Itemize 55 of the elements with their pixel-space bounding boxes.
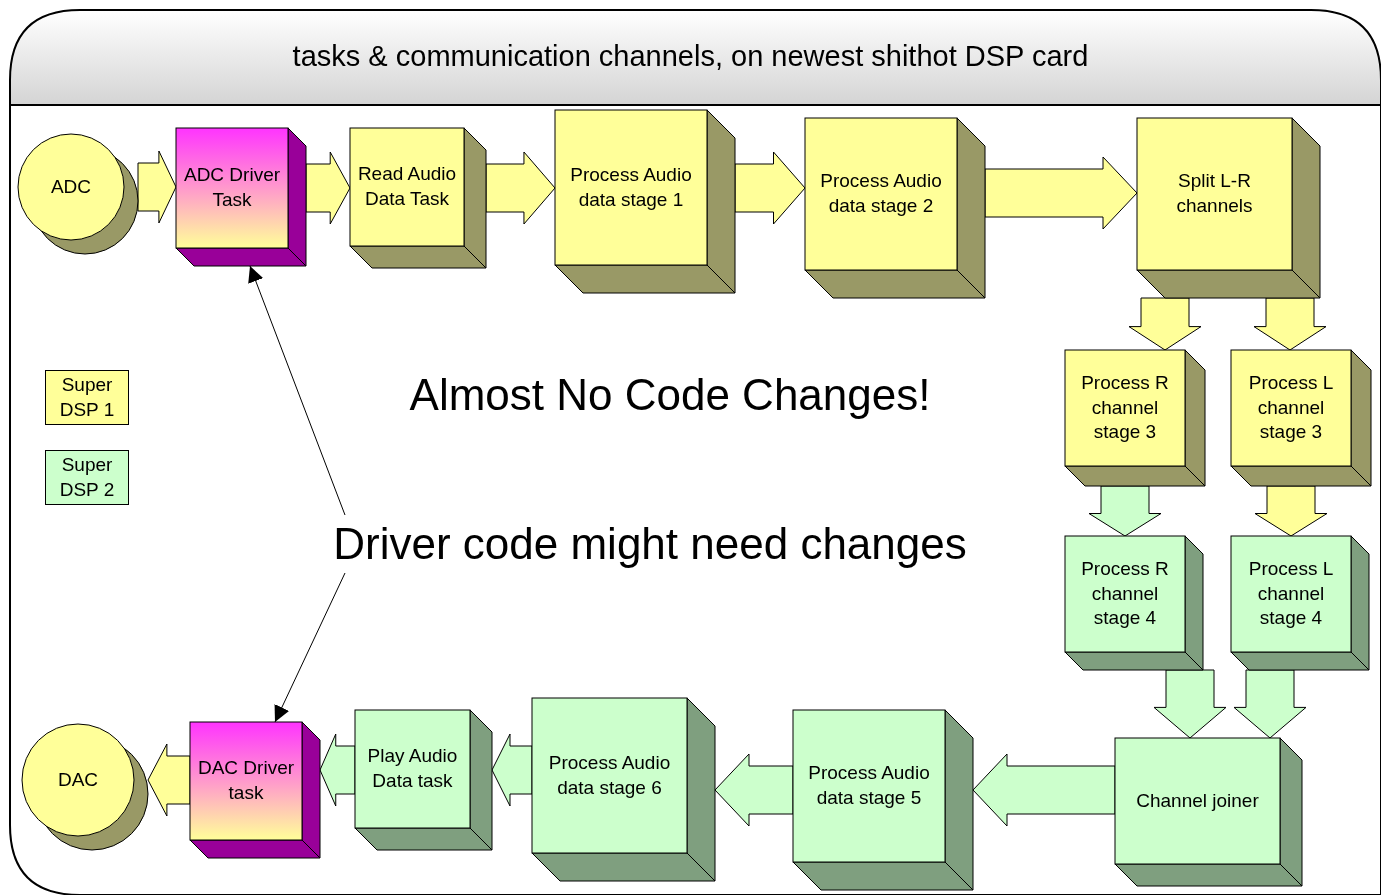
node-label: DAC xyxy=(56,767,100,792)
node-label: ADC xyxy=(49,174,93,199)
device-circle xyxy=(18,134,138,254)
node-label: Play Audio Data task xyxy=(366,744,459,793)
node-label: Process Audio data stage 6 xyxy=(547,750,672,800)
node-label: Split L-R channels xyxy=(1175,169,1254,218)
block-arrow xyxy=(714,753,794,827)
block-arrow xyxy=(1254,485,1328,537)
block-arrow xyxy=(1233,669,1307,739)
diagram-title: tasks & communication channels, on newest shithot DSP card xyxy=(291,40,1090,73)
task-box xyxy=(176,128,306,266)
block-arrow xyxy=(1253,297,1327,351)
task-box xyxy=(355,710,492,850)
node-label: Read Audio Data Task xyxy=(356,162,458,211)
block-arrow xyxy=(972,753,1116,827)
legend-label: Super DSP 2 xyxy=(58,452,116,502)
task-box xyxy=(350,128,486,268)
node-label: ADC Driver Task xyxy=(182,163,282,212)
task-box xyxy=(555,110,735,293)
task-box xyxy=(1231,536,1369,670)
task-box xyxy=(190,722,320,858)
task-box xyxy=(1115,738,1302,886)
task-box xyxy=(805,118,985,298)
block-arrow xyxy=(137,150,177,224)
task-box xyxy=(532,698,715,881)
task-box xyxy=(793,710,973,890)
block-arrow xyxy=(1153,669,1227,739)
device-circle xyxy=(22,724,148,850)
node-label: Process Audio data stage 1 xyxy=(569,162,693,212)
node-label: Process R channel stage 3 xyxy=(1080,370,1170,445)
block-arrow xyxy=(305,151,351,225)
leader-line xyxy=(248,265,346,516)
leader-line xyxy=(274,572,346,723)
block-arrow xyxy=(1128,297,1202,351)
task-box xyxy=(1231,350,1371,486)
task-box xyxy=(1065,350,1205,486)
legend-label: Super DSP 1 xyxy=(58,372,116,422)
block-arrow xyxy=(984,156,1138,230)
block-arrow xyxy=(734,151,806,225)
node-label: Channel joiner xyxy=(1135,788,1260,813)
block-arrow xyxy=(485,151,556,225)
task-box xyxy=(1065,536,1203,670)
node-label: Process Audio data stage 5 xyxy=(807,761,931,810)
block-arrow xyxy=(319,733,356,807)
node-label: DAC Driver task xyxy=(196,756,296,805)
note-text: Almost No Code Changes! xyxy=(408,370,932,420)
node-label: Process L channel stage 4 xyxy=(1247,556,1335,631)
block-arrow xyxy=(491,733,533,807)
node-label: Process R channel stage 4 xyxy=(1080,556,1170,631)
node-label: Process L channel stage 3 xyxy=(1247,370,1335,445)
block-arrow xyxy=(1088,485,1162,537)
task-box xyxy=(1137,118,1320,298)
node-label: Process Audio data stage 2 xyxy=(819,169,943,218)
block-arrow xyxy=(147,743,191,817)
note-text: Driver code might need changes xyxy=(332,518,968,571)
